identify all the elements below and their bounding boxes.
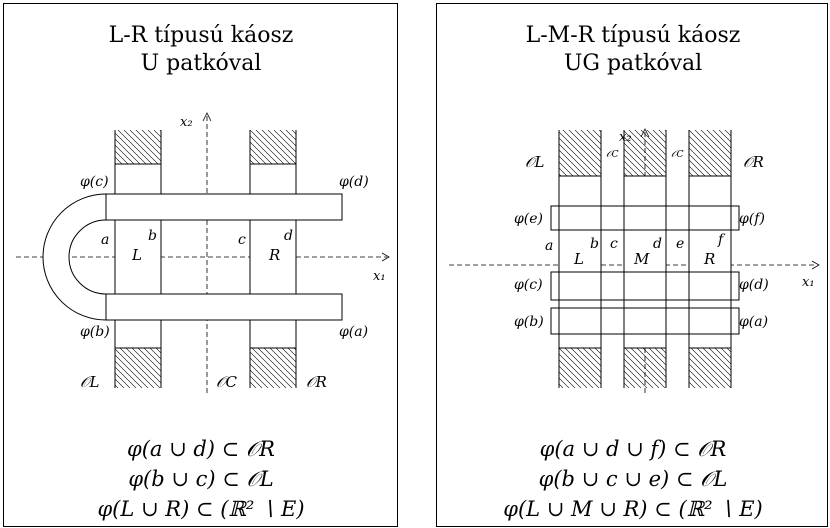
left-edge-d: d — [284, 228, 293, 244]
left-region-OL: 𝒪L — [80, 373, 99, 391]
right-phi-a: φ(a) — [739, 314, 768, 330]
right-hatched-regions — [558, 130, 732, 388]
left-phi-c: φ(c) — [80, 174, 109, 190]
right-phi-f: φ(f) — [739, 211, 765, 227]
left-formula-1: φ(a ∪ d) ⊂ 𝒪R — [127, 437, 275, 461]
right-region-OC-2: 𝒪C — [671, 150, 684, 160]
right-strip-M — [623, 175, 667, 349]
right-edge-a: a — [545, 238, 553, 254]
right-phi-d: φ(d) — [739, 277, 769, 293]
right-formula-2: φ(b ∪ c ∪ e) ⊂ 𝒪L — [539, 467, 728, 491]
right-axis-x1-label: x₁ — [802, 275, 815, 290]
left-diagram-panel: L-R típusú káosz U patkóval x₁ x₂ — [3, 3, 398, 527]
left-formula-2: φ(b ∪ c) ⊂ 𝒪L — [128, 467, 273, 491]
right-phi-c: φ(c) — [514, 277, 543, 293]
left-edge-a: a — [101, 232, 109, 248]
left-axis-x1-label: x₁ — [373, 269, 386, 284]
right-formula-1: φ(a ∪ d ∪ f) ⊂ 𝒪R — [540, 437, 727, 461]
right-edge-e: e — [676, 236, 684, 252]
right-title-line2: UG patkóval — [564, 51, 702, 76]
right-region-OC-1: 𝒪C — [606, 150, 619, 160]
left-phi-b: φ(b) — [80, 324, 110, 340]
left-axis-x2-label: x₂ — [180, 115, 193, 130]
right-edge-d: d — [653, 236, 662, 252]
left-edge-c: c — [238, 232, 246, 248]
left-region-OR: 𝒪R — [306, 373, 327, 391]
right-region-OR: 𝒪R — [743, 153, 764, 171]
left-diagram: L-R típusú káosz U patkóval x₁ x₂ — [16, 23, 390, 521]
right-phi-e: φ(e) — [514, 211, 543, 227]
left-strip-L-label: L — [131, 246, 142, 264]
left-title-line1: L-R típusú káosz — [109, 23, 294, 48]
right-diagram: L-M-R típusú káosz UG patkóval x₁ x₂ — [449, 23, 820, 521]
right-phi-b: φ(b) — [514, 314, 544, 330]
right-strip-R-label: R — [703, 250, 715, 268]
right-edge-f: f — [717, 232, 726, 248]
right-strip-L-label: L — [573, 250, 584, 268]
left-edge-b: b — [148, 228, 157, 244]
left-region-OC: 𝒪C — [216, 373, 237, 391]
left-strip-R-label: R — [268, 246, 280, 264]
left-title-line2: U patkóval — [141, 51, 262, 76]
right-edge-b: b — [590, 236, 599, 252]
right-strip-L — [558, 175, 602, 349]
right-title-line1: L-M-R típusú káosz — [526, 23, 741, 48]
left-axes: x₁ x₂ — [16, 112, 390, 394]
right-axis-x2-label: x₂ — [619, 130, 632, 145]
left-phi-d: φ(d) — [339, 174, 369, 190]
right-formula-3: φ(L ∪ M ∪ R) ⊂ (ℝ² ∖ E) — [503, 497, 763, 521]
right-diagram-panel: L-M-R típusú káosz UG patkóval x₁ x₂ — [436, 3, 828, 527]
right-ug-horseshoe — [550, 205, 740, 335]
right-region-OL: 𝒪L — [525, 153, 544, 171]
right-edge-c: c — [610, 236, 618, 252]
left-formula-3: φ(L ∪ R) ⊂ (ℝ² ∖ E) — [97, 497, 304, 521]
left-phi-a: φ(a) — [339, 324, 368, 340]
right-strip-R — [688, 175, 732, 349]
right-strip-M-label: M — [633, 250, 650, 268]
